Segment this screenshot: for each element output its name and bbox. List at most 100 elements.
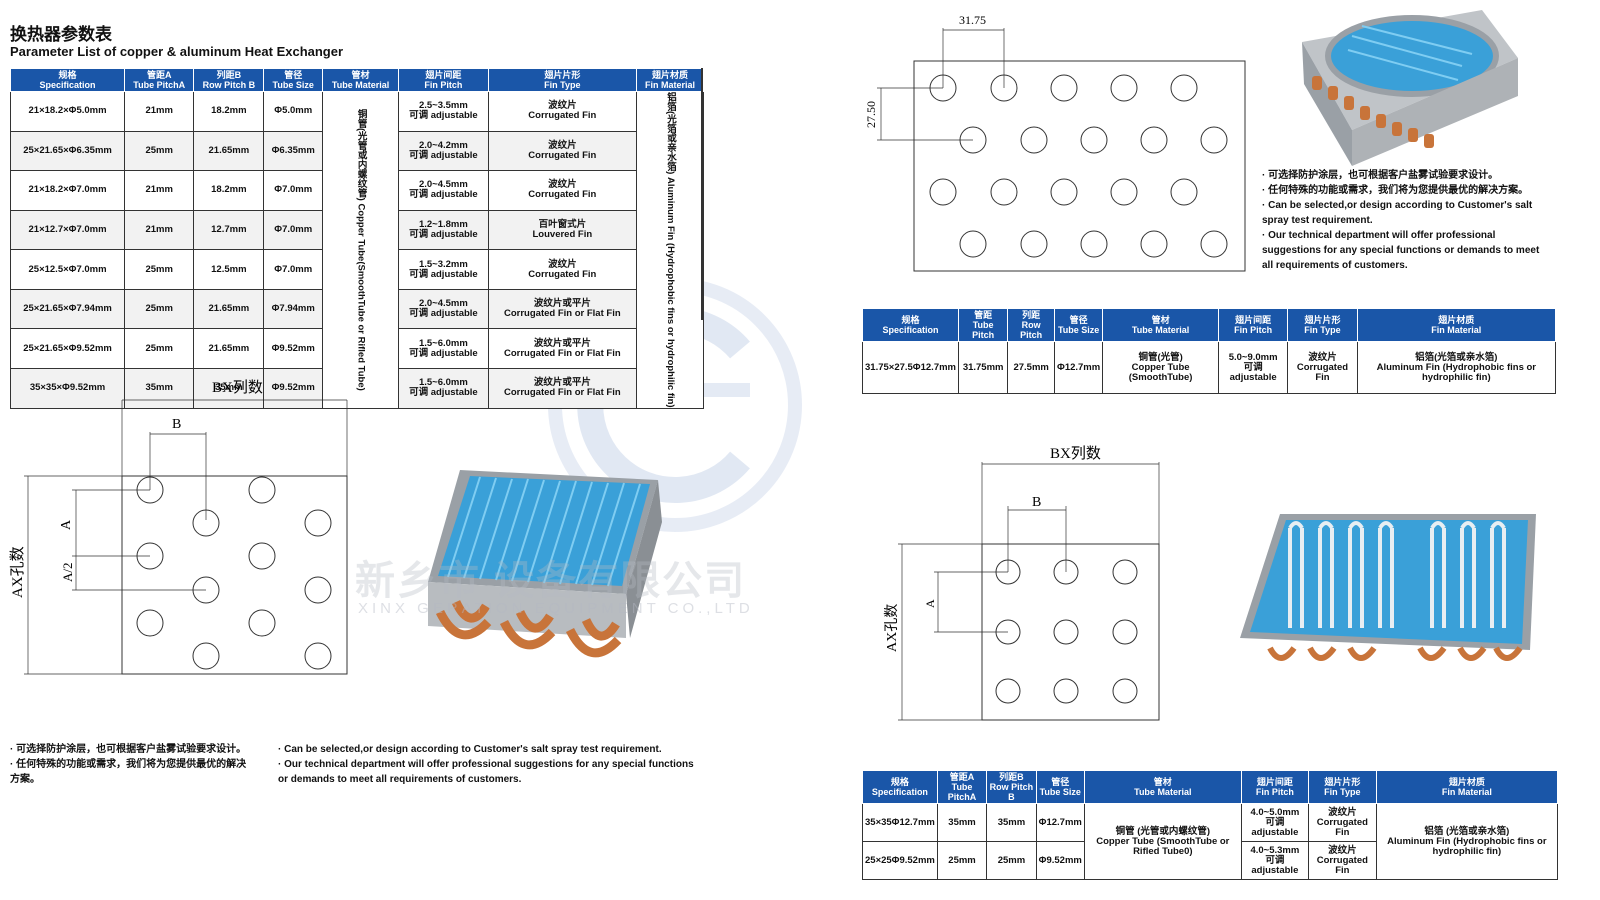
- note-line: or demands to meet all requirements of c…: [278, 774, 522, 785]
- cell-pitch-b: 35mm: [986, 803, 1037, 842]
- cell-1: 31.75mm: [957, 341, 1009, 394]
- cell-spec: 35×35×Φ9.52mm: [9, 367, 126, 409]
- cell-spec: 35×35Φ12.7mm: [862, 803, 938, 842]
- cell-pitch-a: 25mm: [124, 130, 195, 172]
- label-a-right: A: [923, 599, 937, 608]
- tube-layout-diagram-left: BX列数 B A A/2 AX孔数: [9, 379, 348, 675]
- note-line: · Can be selected,or design according to…: [1262, 200, 1533, 211]
- note-line: · Our technical department will offer pr…: [278, 759, 694, 770]
- cell-pitch-a: 21mm: [124, 209, 195, 251]
- cell-tube-material: 铜管 (光管或内螺纹管)Copper Tube (SmoothTube or R…: [1083, 803, 1242, 880]
- watermark-text-en: XINX GERATION EQUIPMENT CO.,LTD: [358, 600, 754, 617]
- fin-material-text: 铝箔(光箔或亲水箔) Aluminum Fin (Hydrophobic fin…: [664, 92, 676, 408]
- label-bx: BX列数: [212, 379, 263, 396]
- cell-0: 31.75×27.5Φ12.7mm: [862, 341, 959, 394]
- cell-pitch-a: 35mm: [124, 367, 195, 409]
- cell-spec: 21×12.7×Φ7.0mm: [9, 209, 126, 251]
- cell-size: Φ7.0mm: [263, 249, 324, 290]
- cell-spec: 25×21.65×Φ9.52mm: [9, 328, 126, 369]
- label-a: A: [59, 519, 74, 530]
- cell-pitch-b: 35mm: [193, 367, 265, 409]
- label-ax-right: AX孔数: [884, 604, 900, 652]
- cell-pitch-b: 21.65mm: [193, 288, 265, 330]
- cell-pitch-a: 21mm: [124, 170, 195, 211]
- tube-layout-diagram-right: BX列数 B A AX孔数: [884, 445, 1160, 721]
- note-line: · 可选择防护涂层，也可根据客户盐雾试验要求设计。: [10, 744, 247, 755]
- cell-2: 27.5mm: [1007, 341, 1056, 394]
- cell-spec: 21×18.2×Φ5.0mm: [9, 91, 126, 132]
- cell-spec: 25×12.5×Φ7.0mm: [9, 249, 126, 290]
- cell-pitch-a: 25mm: [124, 249, 195, 290]
- watermark-text-cn: 新乡市 设备有限公司: [355, 559, 747, 603]
- notes-left-en: · Can be selected,or design according to…: [278, 742, 708, 787]
- note-line: spray test requirement.: [1262, 215, 1373, 226]
- cell-spec: 21×18.2×Φ7.0mm: [9, 170, 126, 211]
- page-title-en: Parameter List of copper & aluminum Heat…: [10, 44, 344, 59]
- note-line: · Our technical department will offer pr…: [1262, 230, 1496, 241]
- notes-left-cn: · 可选择防护涂层，也可根据客户盐雾试验要求设计。 · 任何特殊的功能或需求，我们…: [10, 742, 272, 787]
- cell-tube-material: 铜管(光管或内螺纹管) Copper Tube(SmoothTube or Ri…: [322, 91, 400, 409]
- cell-fin-material: 铝箔 (光箔或亲水箔)Aluminum Fin (Hydrophobic fin…: [1375, 803, 1559, 880]
- cell-size: Φ9.52mm: [263, 367, 324, 409]
- cell-size: Φ7.0mm: [263, 170, 324, 211]
- cell-pitch-b: 21.65mm: [193, 130, 265, 172]
- cell-spec: 25×21.65×Φ6.35mm: [9, 130, 126, 172]
- cell-pitch-a: 25mm: [124, 328, 195, 369]
- note-line: · 任何特殊的功能或需求，我们将为您提供最优的解决: [10, 759, 247, 770]
- cell-3: Φ12.7mm: [1054, 341, 1104, 394]
- dim-v: 27.50: [864, 101, 878, 128]
- cell-4: 铜管(光管)Copper Tube (SmoothTube): [1102, 341, 1220, 394]
- cell-pitch-b: 12.7mm: [193, 209, 265, 251]
- label-ax: AX孔数: [9, 546, 26, 598]
- note-line: 方案。: [10, 774, 40, 785]
- heat-exchanger-round-image: [1302, 10, 1518, 166]
- tube-layout-diagram-top: 31.75 27.50: [864, 13, 1246, 272]
- cell-pitch-a: 25mm: [124, 288, 195, 330]
- cell-size: Φ9.52mm: [263, 328, 324, 369]
- label-a2: A/2: [60, 563, 75, 583]
- cell-pitch-a: 35mm: [936, 803, 988, 842]
- page-title-cn: 换热器参数表: [10, 25, 112, 44]
- cell-size: Φ12.7mm: [1035, 803, 1085, 842]
- tube-material-text: 铜管(光管或内螺纹管) Copper Tube(SmoothTube or Ri…: [355, 108, 367, 391]
- label-b-right: B: [1032, 495, 1041, 510]
